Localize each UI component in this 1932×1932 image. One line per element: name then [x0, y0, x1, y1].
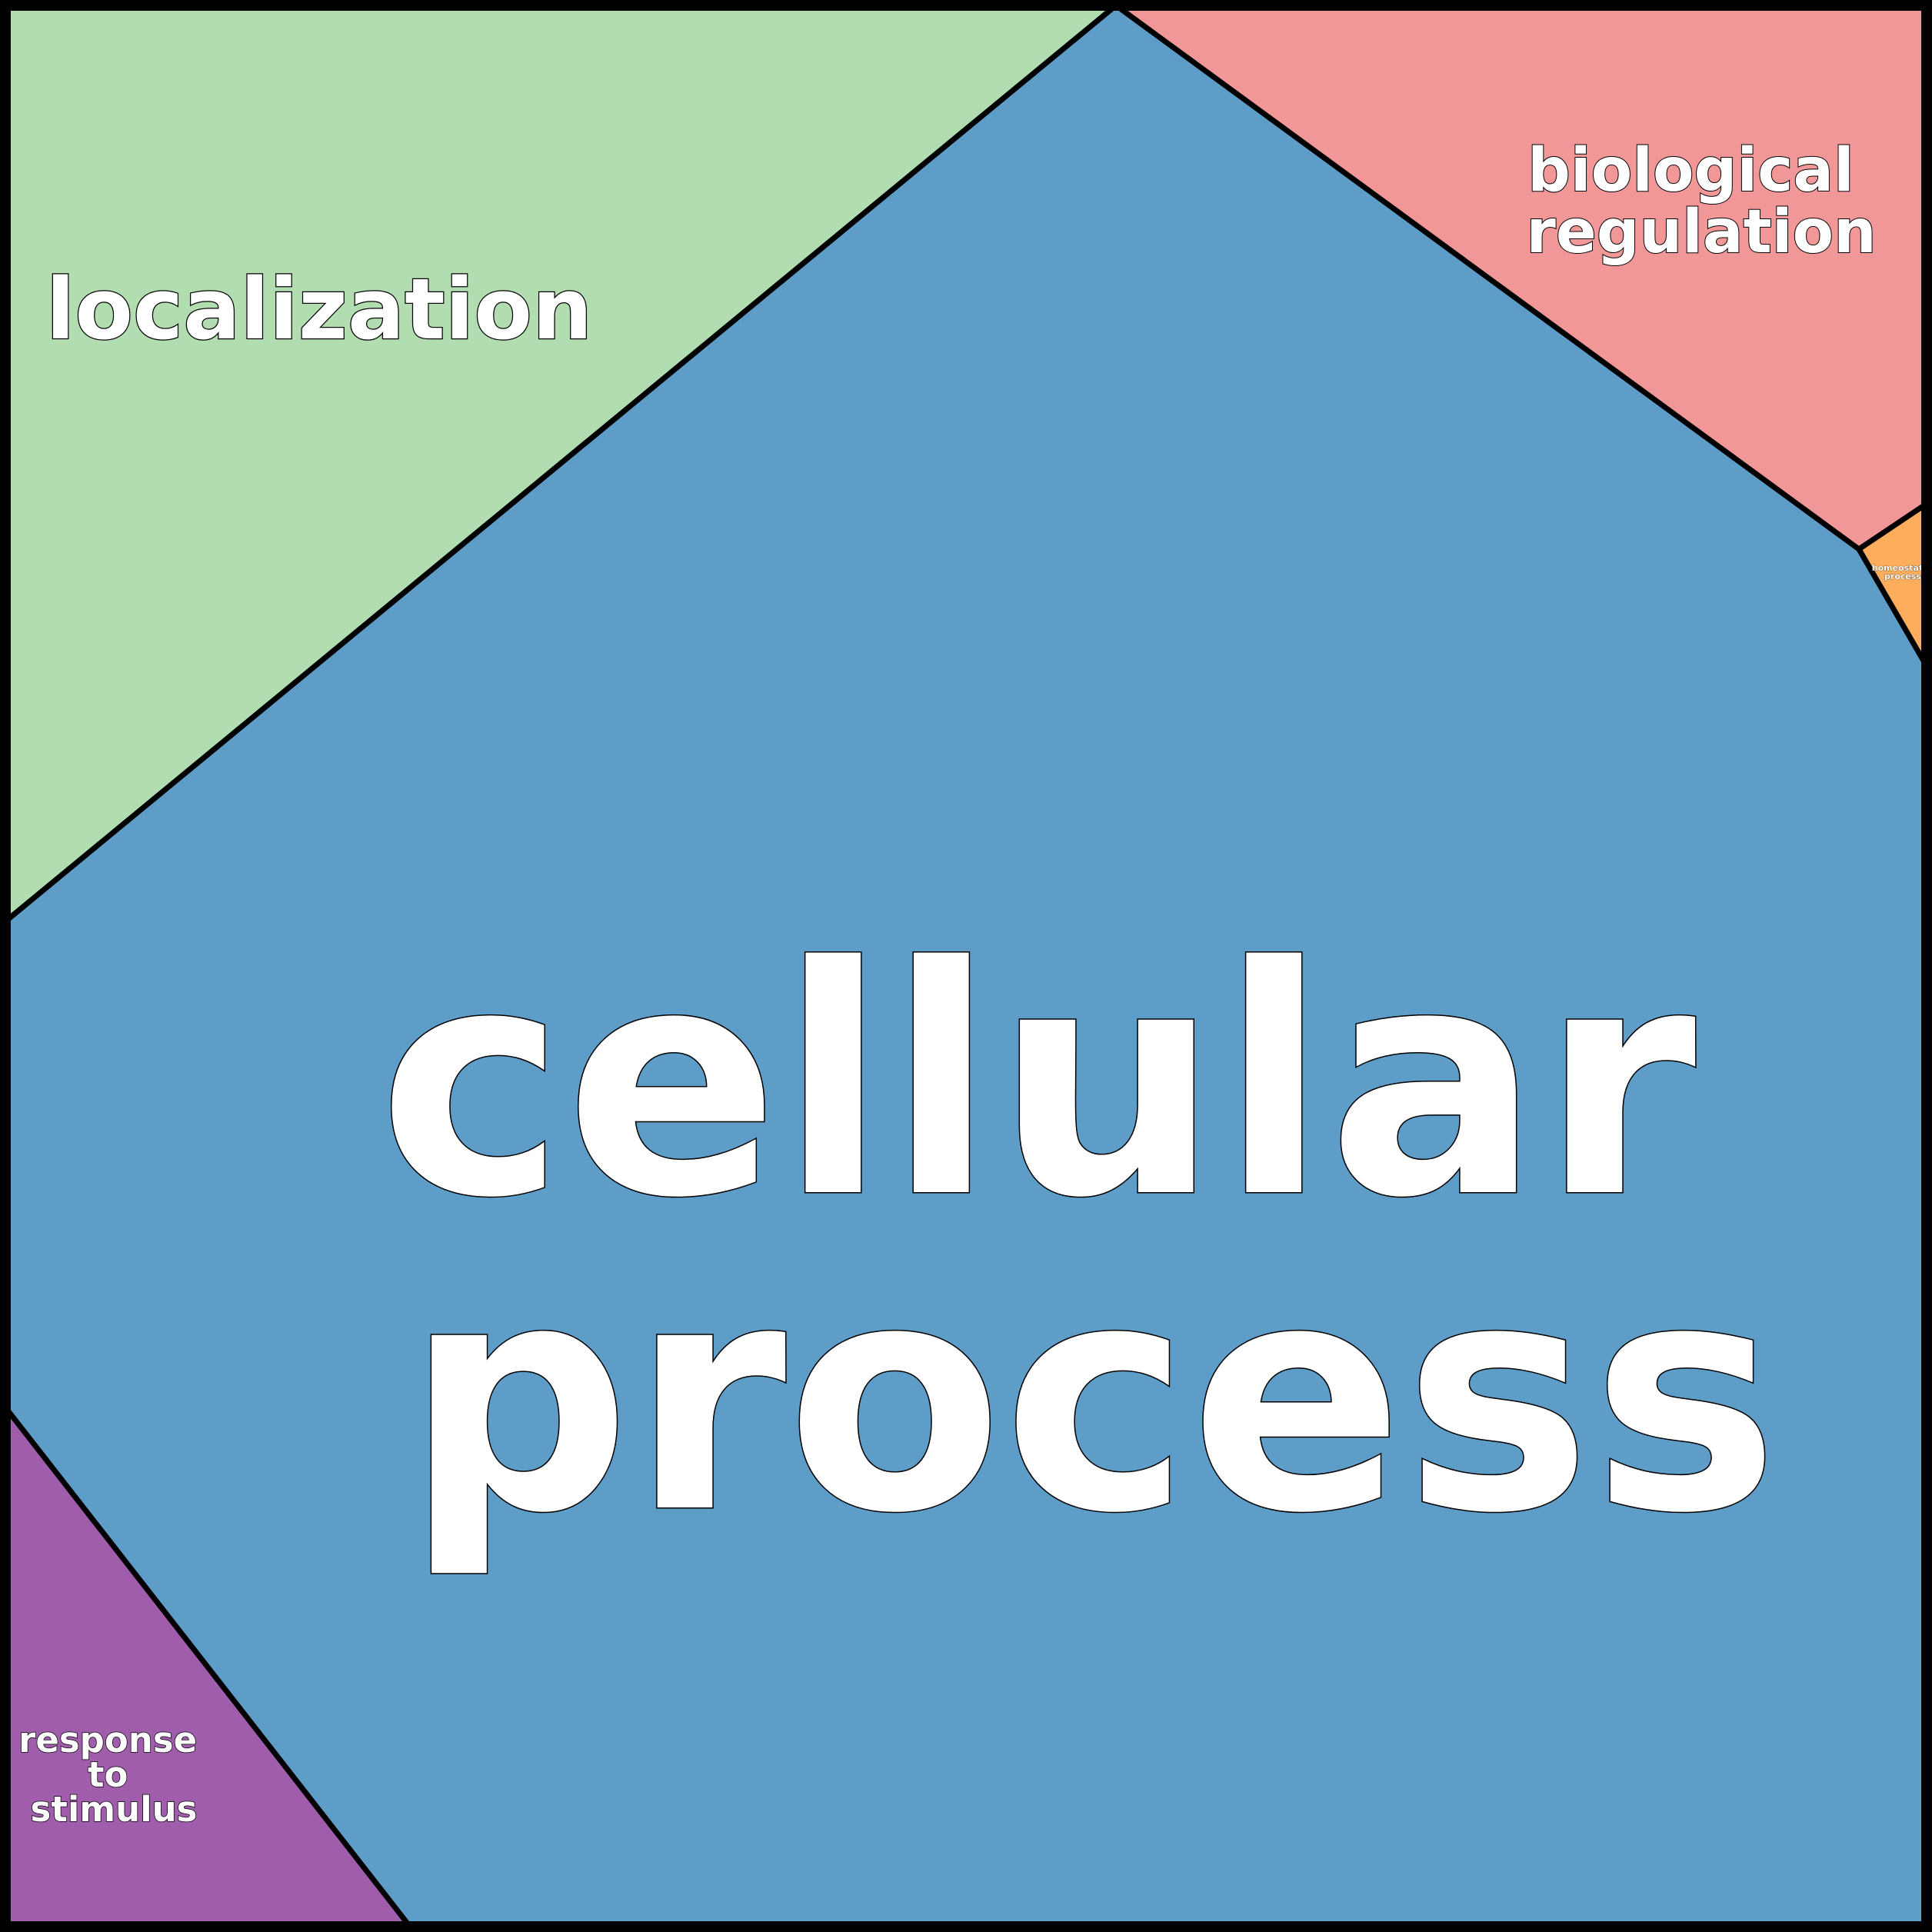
- label-cellular-process: cellular process: [378, 899, 1806, 1582]
- label-homeostatic-process: homeostatic process: [1872, 563, 1932, 581]
- label-line: stimulus: [31, 1789, 198, 1830]
- label-line: to: [88, 1754, 128, 1795]
- label-line: biological: [1527, 136, 1854, 205]
- label-line: regulation: [1526, 198, 1876, 267]
- label-line: homeostatic: [1872, 563, 1931, 573]
- label-line: localization: [46, 260, 593, 358]
- label-biological-regulation: biological regulation: [1526, 136, 1876, 267]
- label-line: process: [405, 1214, 1780, 1582]
- label-localization: localization: [46, 260, 593, 358]
- label-response-to-stimulus: response to stimulus: [18, 1720, 209, 1830]
- label-line: cellular: [378, 899, 1698, 1267]
- label-line: process: [1884, 571, 1921, 581]
- label-line: response: [18, 1720, 197, 1760]
